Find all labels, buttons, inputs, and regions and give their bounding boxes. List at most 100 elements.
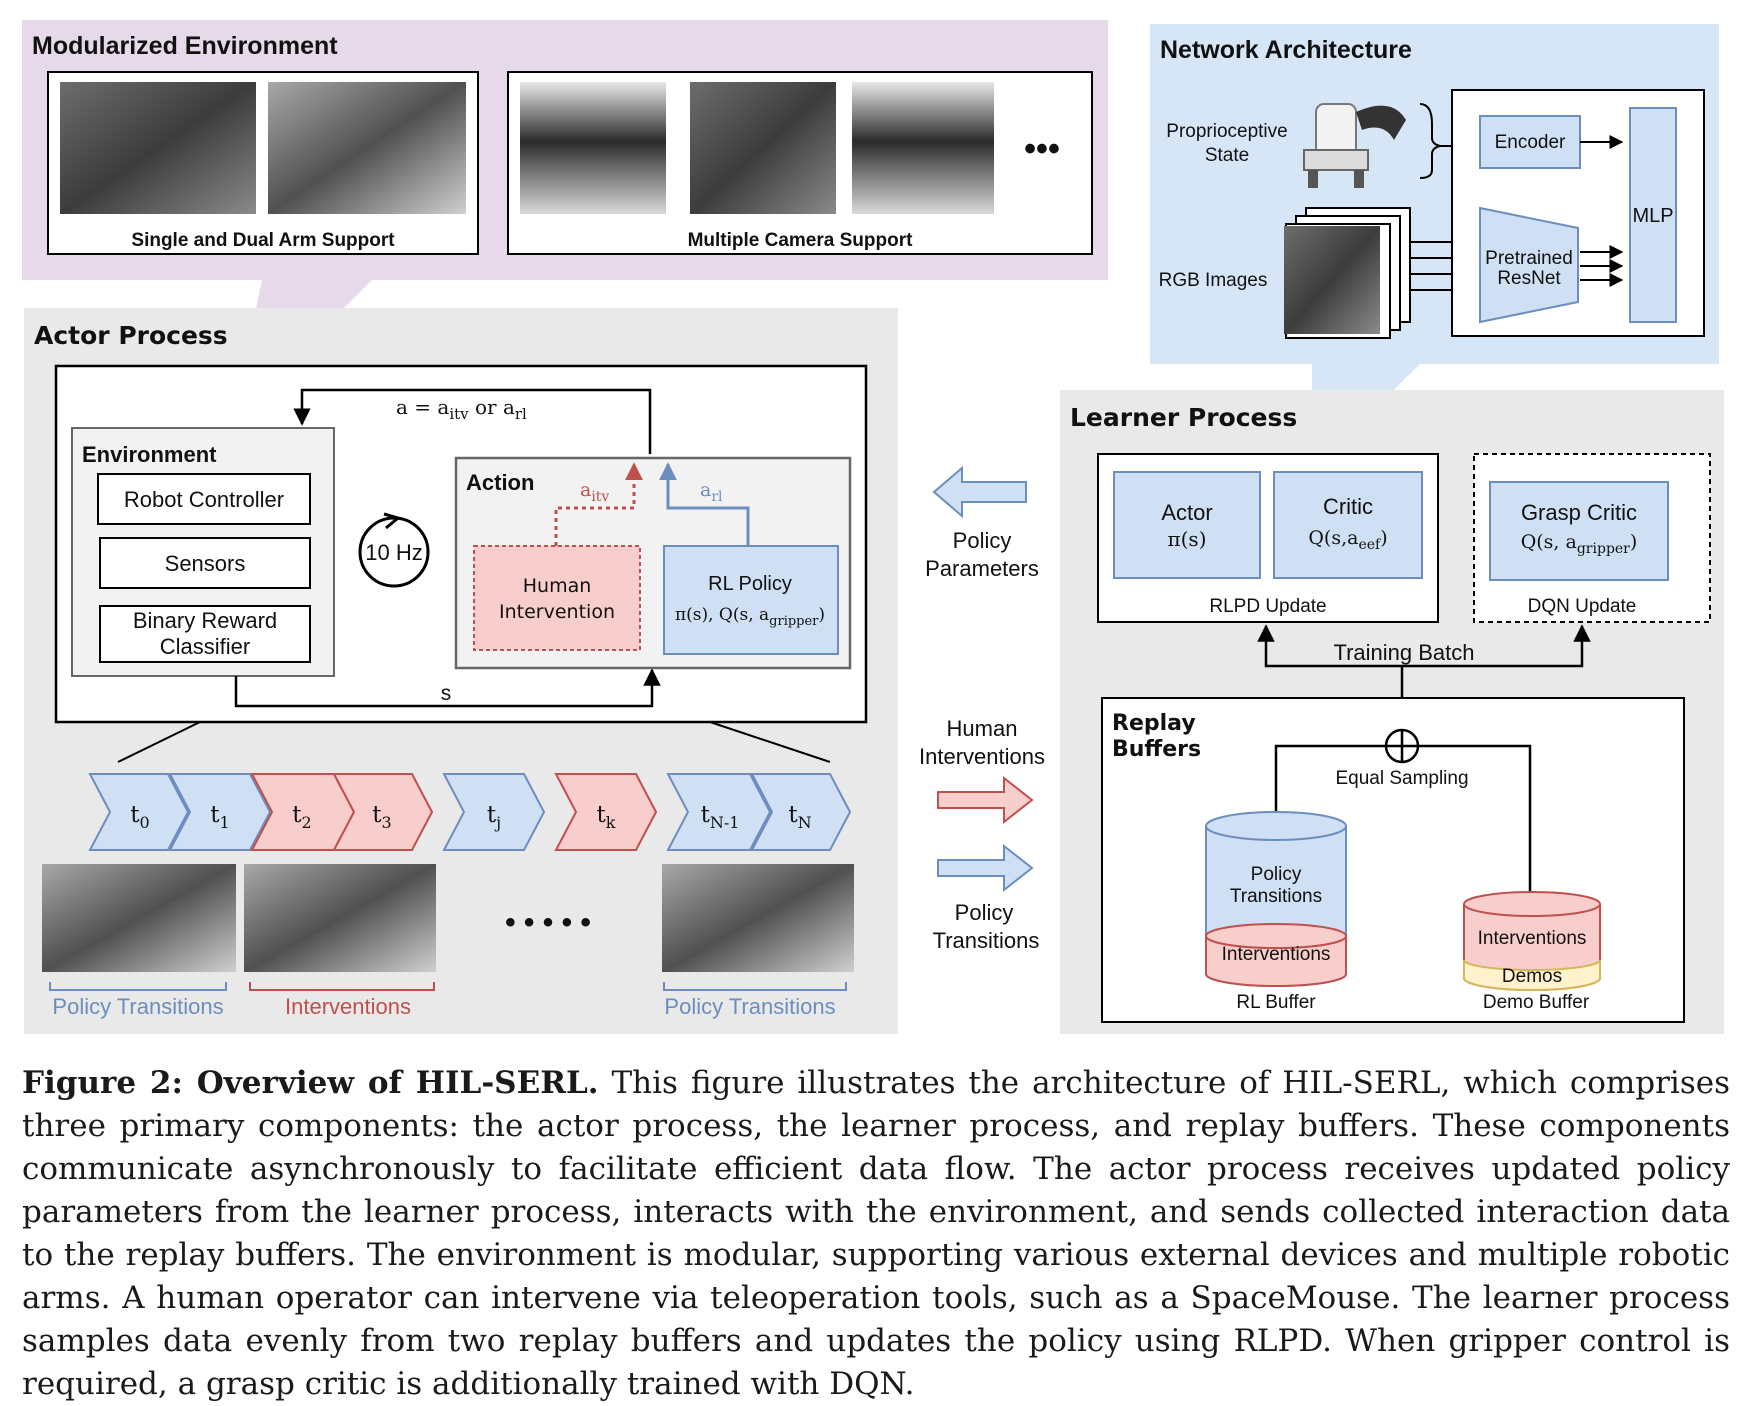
dual-arm-photo-2 xyxy=(268,82,466,214)
svg-text:tN: tN xyxy=(788,802,811,832)
rl-buffer-interventions-label: Interventions xyxy=(1222,944,1331,965)
rollout-photo-3 xyxy=(662,864,854,972)
policy-parameters-label-2: Parameters xyxy=(925,556,1039,581)
camera-support-caption: Multiple Camera Support xyxy=(688,230,914,251)
rl-policy-label-1: RL Policy xyxy=(708,573,792,595)
camera-photo-2 xyxy=(690,82,836,214)
figure-caption: Figure 2: Overview of HIL-SERL. This fig… xyxy=(22,1062,1730,1406)
actor-process-panel: Actor Process a = aitv or arl Environmen… xyxy=(24,308,898,1034)
learner-process-title: Learner Process xyxy=(1070,403,1297,432)
state-label: s xyxy=(441,682,452,705)
rl-policy-box xyxy=(663,545,839,655)
timestep-tn-1 xyxy=(666,773,772,851)
critic-box xyxy=(1273,471,1423,579)
actor-formula: π(s) xyxy=(1167,527,1206,551)
critic-label: Critic xyxy=(1323,494,1373,519)
resnet-trapezoid xyxy=(1479,206,1579,324)
action-formula: a = aitv or arl xyxy=(396,395,527,423)
critic-formula: Q(s,aeef) xyxy=(1308,527,1387,553)
svg-text:tj: tj xyxy=(487,802,501,832)
grasp-critic-formula: Q(s, agripper) xyxy=(1521,531,1638,557)
actor-box xyxy=(1113,471,1261,579)
grasp-critic-box xyxy=(1489,481,1669,581)
human-interventions-label-1: Human xyxy=(947,716,1018,741)
frequency-label: 10 Hz xyxy=(365,540,422,565)
resnet-label-2: ResNet xyxy=(1497,268,1561,289)
rgb-image-stack xyxy=(1284,207,1411,339)
camera-photo-1 xyxy=(520,82,666,214)
replay-buffers-title-1: Replay xyxy=(1112,711,1196,736)
rl-buffer-cylinder xyxy=(1205,811,1347,987)
rgb-images-label: RGB Images xyxy=(1159,270,1268,291)
equal-sampling-label: Equal Sampling xyxy=(1335,768,1468,789)
caption-text: This figure illustrates the architecture… xyxy=(22,1065,1731,1402)
policy-transitions-arrow xyxy=(937,843,1034,893)
rl-policy-label-2: π(s), Q(s, agripper) xyxy=(675,605,825,629)
demos-label: Demos xyxy=(1502,966,1562,987)
rollout-photo-1 xyxy=(42,864,236,972)
timestep-tk xyxy=(554,773,658,851)
actor-process-title: Actor Process xyxy=(34,321,228,350)
a-rl-label: arl xyxy=(700,479,723,505)
learner-process-panel: Learner Process Actor π(s) Critic Q(s,ae… xyxy=(1060,390,1724,1034)
mlp-box xyxy=(1629,107,1677,323)
arm-support-caption: Single and Dual Arm Support xyxy=(131,230,395,251)
replay-buffers-title-2: Buffers xyxy=(1112,737,1201,762)
figure-diagram: Modularized Environment Single and Dual … xyxy=(22,20,1724,1034)
state-arrow xyxy=(234,668,661,708)
mlp-label: MLP xyxy=(1632,205,1673,227)
middle-flow: Policy Parameters Human Interventions Po… xyxy=(919,465,1045,953)
human-interventions-arrow xyxy=(937,775,1034,825)
camera-photo-3 xyxy=(852,82,994,214)
human-intervention-label-2: Intervention xyxy=(499,601,615,623)
policy-parameters-arrow xyxy=(932,465,1027,519)
rollout-ellipsis: • • • • • xyxy=(505,906,591,939)
svg-text:t2: t2 xyxy=(292,802,311,832)
reward-classifier-label-2: Classifier xyxy=(160,634,250,659)
robot-controller-box xyxy=(97,473,311,525)
more-cameras-ellipsis: ••• xyxy=(1024,130,1060,168)
human-intervention-label-1: Human xyxy=(523,575,592,597)
svg-text:tk: tk xyxy=(597,802,616,832)
policy-transitions-label-1: Policy xyxy=(955,900,1014,925)
proprio-label-2: State xyxy=(1205,145,1249,166)
robot-controller-label: Robot Controller xyxy=(124,487,284,512)
reward-classifier-label-1: Binary Reward xyxy=(133,608,277,633)
interventions-label: Interventions xyxy=(285,994,411,1019)
demo-buffer-cylinder xyxy=(1463,891,1601,991)
timeline: t0 t1 t2 t3 tj tk tN-1 tN xyxy=(88,773,852,851)
reward-classifier-box xyxy=(99,605,311,663)
sensors-label: Sensors xyxy=(165,551,246,576)
sensors-box xyxy=(99,537,311,589)
grasp-critic-label: Grasp Critic xyxy=(1521,500,1637,525)
svg-text:t0: t0 xyxy=(130,802,149,832)
itv-action-arrow xyxy=(554,462,643,546)
training-batch-label: Training Batch xyxy=(1333,640,1474,665)
demo-buffer-label: Demo Buffer xyxy=(1483,992,1590,1013)
modularized-environment-panel: Modularized Environment Single and Dual … xyxy=(22,20,1108,420)
rl-buffer-policy-label-2: Transitions xyxy=(1230,886,1322,907)
policy-transitions-label-2: Transitions xyxy=(933,928,1040,953)
caption-label: Figure 2: Overview of HIL-SERL. xyxy=(22,1065,599,1101)
actor-label: Actor xyxy=(1161,500,1212,525)
resnet-label-1: Pretrained xyxy=(1485,248,1573,269)
policy-transitions-left-label: Policy Transitions xyxy=(52,994,223,1019)
timestep-tj xyxy=(442,773,546,851)
dqn-update-label: DQN Update xyxy=(1528,596,1637,617)
timestep-t1 xyxy=(168,773,272,851)
svg-text:t1: t1 xyxy=(210,802,229,832)
policy-parameters-label-1: Policy xyxy=(953,528,1012,553)
rlpd-update-label: RLPD Update xyxy=(1209,596,1326,617)
a-itv-label: aitv xyxy=(580,479,609,505)
gripper-icon xyxy=(1303,103,1406,188)
action-title: Action xyxy=(466,470,534,495)
encoder-label: Encoder xyxy=(1495,132,1566,153)
rl-buffer-policy-label-1: Policy xyxy=(1251,864,1302,885)
timestep-tn xyxy=(750,773,852,851)
proprio-label-1: Proprioceptive xyxy=(1166,121,1287,142)
demo-buffer-interventions-label: Interventions xyxy=(1478,928,1587,949)
human-interventions-label-2: Interventions xyxy=(919,744,1045,769)
environment-title: Environment xyxy=(82,442,217,467)
human-intervention-box xyxy=(473,545,641,651)
dual-arm-photo-1 xyxy=(60,82,256,214)
